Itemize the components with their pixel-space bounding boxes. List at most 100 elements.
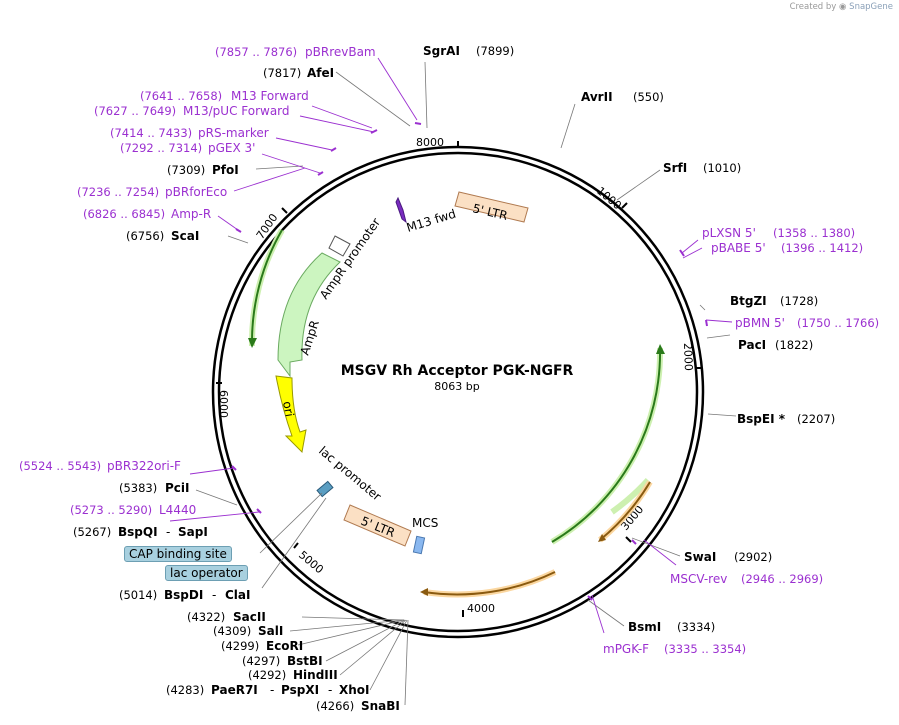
site-srfi-pos: (1010) bbox=[703, 161, 741, 175]
orange-arc-1-head bbox=[598, 534, 606, 542]
tick-6000: 6000 bbox=[217, 390, 230, 418]
site-bspei: BspEI * bbox=[737, 412, 786, 426]
leader-lines bbox=[195, 61, 737, 706]
primer-leader-lines bbox=[169, 57, 733, 634]
primer-pbmn-pos: (1750 .. 1766) bbox=[797, 316, 879, 330]
orf-arc-left bbox=[250, 229, 283, 347]
primer-ampr-pos: (6826 .. 6845) bbox=[83, 207, 165, 221]
primer-mpgk-pos: (3335 .. 3354) bbox=[664, 642, 746, 656]
site-paer7i: PaeR7I bbox=[211, 683, 258, 697]
site-paer7i-pos: (4283) bbox=[166, 683, 204, 697]
backbone-inner bbox=[217, 151, 699, 633]
site-afei-pos: (7817) bbox=[263, 66, 301, 80]
tick-marks bbox=[216, 141, 702, 617]
plasmid-size: 8063 bp bbox=[434, 380, 479, 393]
site-sgrai-pos: (7899) bbox=[476, 44, 514, 58]
primer-m13puc: M13/pUC Forward bbox=[183, 104, 290, 118]
mcs-label: MCS bbox=[412, 516, 438, 530]
site-sep-1: - bbox=[166, 525, 170, 539]
primer-marks bbox=[231, 122, 708, 601]
primer-mscvrev: MSCV-rev bbox=[670, 572, 727, 586]
site-sep-3: - bbox=[270, 683, 274, 697]
site-srfi: SrfI bbox=[663, 161, 687, 175]
site-sali: SalI bbox=[258, 624, 283, 638]
ori-feature bbox=[275, 375, 307, 454]
site-ecori-pos: (4299) bbox=[221, 639, 259, 653]
cap-binding-site-label: CAP binding site bbox=[124, 546, 232, 562]
site-pcii: PciI bbox=[165, 481, 190, 495]
primer-pbrforeco: pBRforEco bbox=[165, 185, 227, 199]
site-sacii-pos: (4322) bbox=[187, 610, 225, 624]
primer-mpgk: mPGK-F bbox=[603, 642, 649, 656]
site-btgzi-pos: (1728) bbox=[780, 294, 818, 308]
primer-pbr322-pos: (5524 .. 5543) bbox=[19, 459, 101, 473]
site-sgrai: SgrAI bbox=[423, 44, 460, 58]
site-swai-pos: (2902) bbox=[734, 550, 772, 564]
snapgene-logo-icon: ◉ bbox=[839, 2, 847, 12]
orf-arc-right bbox=[551, 347, 662, 543]
site-paci: PacI bbox=[738, 338, 766, 352]
m13fwd-feature bbox=[395, 196, 407, 224]
mcs-feature bbox=[412, 535, 426, 555]
site-hindiii: HindIII bbox=[293, 668, 338, 682]
primer-mscvrev-pos: (2946 .. 2969) bbox=[741, 572, 823, 586]
ampr-feature bbox=[277, 252, 341, 378]
primer-pbrrevbam-pos: (7857 .. 7876) bbox=[215, 45, 297, 59]
primer-l4440-pos: (5273 .. 5290) bbox=[70, 503, 152, 517]
primer-pbmn: pBMN 5' bbox=[735, 316, 785, 330]
orange-arc-2 bbox=[423, 571, 556, 596]
lac-promoter-feature bbox=[316, 480, 334, 498]
site-bstbi-pos: (4297) bbox=[242, 654, 280, 668]
site-clai: ClaI bbox=[225, 588, 250, 602]
lac-operator-label: lac operator bbox=[165, 565, 248, 581]
primer-prs: pRS-marker bbox=[198, 126, 269, 140]
site-snabi: SnaBI bbox=[361, 699, 400, 713]
site-bsmi-pos: (3334) bbox=[677, 620, 715, 634]
site-ecori: EcoRI bbox=[266, 639, 303, 653]
orange-arc-2-head bbox=[420, 588, 428, 596]
site-hindiii-pos: (4292) bbox=[248, 668, 286, 682]
site-xhoi: XhoI bbox=[339, 683, 370, 697]
ltr-bottom-feature bbox=[343, 504, 412, 547]
orange-arc-1 bbox=[599, 481, 651, 541]
primer-ampr: Amp-R bbox=[171, 207, 211, 221]
tick-4000: 4000 bbox=[467, 602, 495, 615]
site-pcii-pos: (5383) bbox=[119, 481, 157, 495]
site-pspxi: PspXI bbox=[281, 683, 319, 697]
primer-pgex: pGEX 3' bbox=[208, 141, 255, 155]
ltr-top-feature bbox=[454, 191, 529, 223]
site-btgzi: BtgZI bbox=[730, 294, 767, 308]
tick-2000: 2000 bbox=[681, 343, 695, 371]
site-paci-pos: (1822) bbox=[775, 338, 813, 352]
site-bspqi-pos: (5267) bbox=[73, 525, 111, 539]
orf-arc-right-head bbox=[656, 344, 665, 354]
plasmid-name: MSGV Rh Acceptor PGK-NGFR bbox=[341, 363, 574, 379]
site-bstbi: BstBI bbox=[287, 654, 323, 668]
site-bspdi-pos: (5014) bbox=[119, 588, 157, 602]
site-scai: ScaI bbox=[171, 229, 199, 243]
site-pfoi-pos: (7309) bbox=[167, 163, 205, 177]
orf-arc-left-head bbox=[248, 338, 257, 348]
primer-pgex-pos: (7292 .. 7314) bbox=[120, 141, 202, 155]
site-avrii: AvrII bbox=[581, 90, 613, 104]
orange-arc-2-glow bbox=[423, 569, 557, 598]
site-sep-4: - bbox=[328, 683, 332, 697]
site-pfoi: PfoI bbox=[212, 163, 239, 177]
site-bspqi: BspQI bbox=[118, 525, 158, 539]
primer-m13puc-pos: (7627 .. 7649) bbox=[94, 104, 176, 118]
site-avrii-pos: (550) bbox=[633, 90, 664, 104]
site-bsmi: BsmI bbox=[628, 620, 661, 634]
primer-m13fwd-pos: (7641 .. 7658) bbox=[140, 89, 222, 103]
primer-plxsn-pos: (1358 .. 1380) bbox=[773, 226, 855, 240]
primer-pbrrevbam: pBRrevBam bbox=[305, 45, 376, 59]
site-sapi: SapI bbox=[178, 525, 208, 539]
site-sep-2: - bbox=[212, 588, 216, 602]
m13fwd-label: M13 fwd bbox=[405, 207, 458, 235]
primer-l4440: L4440 bbox=[159, 503, 196, 517]
primer-prs-pos: (7414 .. 7433) bbox=[110, 126, 192, 140]
site-swai: SwaI bbox=[684, 550, 716, 564]
snapgene-credit: Created by ◉ SnapGene bbox=[789, 2, 893, 12]
primer-plxsn: pLXSN 5' bbox=[702, 226, 756, 240]
site-afei: AfeI bbox=[307, 66, 334, 80]
